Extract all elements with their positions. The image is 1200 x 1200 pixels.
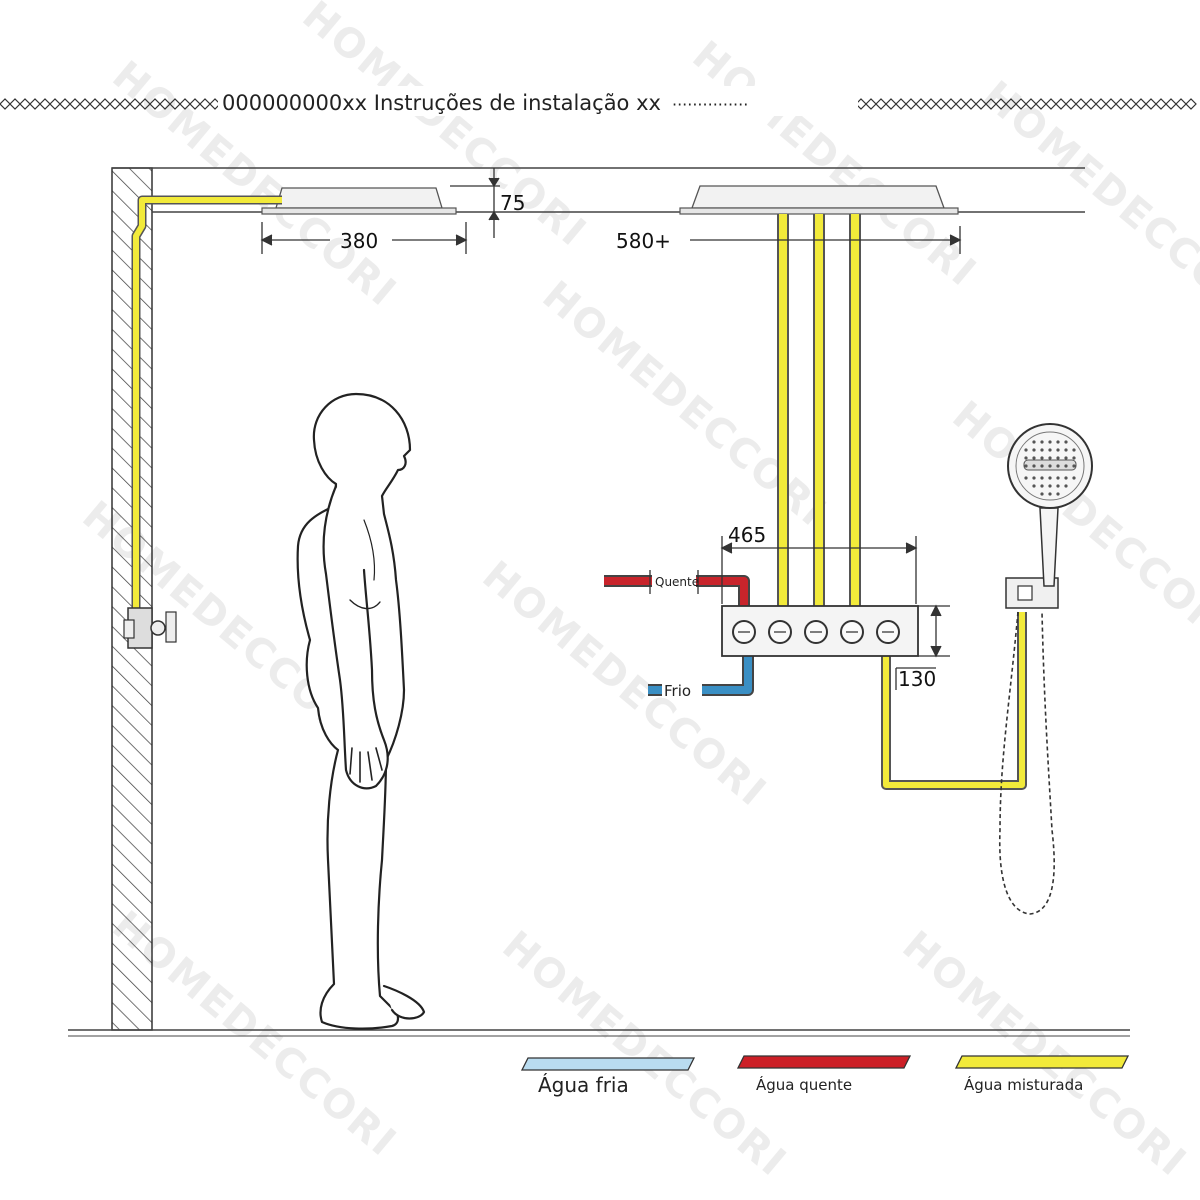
- hand-shower-handle: [1039, 507, 1059, 587]
- legend-swatch-mixed: [954, 1055, 1130, 1069]
- dim-465: 465: [728, 523, 766, 547]
- watermark: HOMEDECCORI: [684, 32, 986, 296]
- legend: Água fria Água quente Água misturada: [520, 1055, 1130, 1097]
- figure-foot: [382, 984, 426, 1020]
- header-chain-left: [0, 98, 221, 110]
- watermark: HOMEDECCORI: [294, 0, 596, 256]
- left-wall-mixed-pipe: [133, 197, 282, 612]
- wall-valve-left: [123, 607, 177, 649]
- header-chain-right: [855, 98, 1197, 110]
- watermark: HOMEDECCORI: [534, 272, 836, 536]
- dimension-labels: 75 380 580+ 465 130: [340, 191, 936, 691]
- large-shower-head: [679, 185, 959, 215]
- hose: [998, 611, 1055, 915]
- hot-water-inlet: Quente: [604, 570, 750, 606]
- watermark: HOMEDECCORI: [494, 922, 796, 1186]
- hand-shower-supply-pipe: [883, 612, 1025, 788]
- cold-pipe-label: Frio: [664, 682, 691, 700]
- dim-380: 380: [340, 229, 378, 253]
- legend-swatch-cold: [520, 1057, 696, 1071]
- legend-swatch-hot: [736, 1055, 912, 1069]
- legend-label-mixed: Água misturada: [964, 1075, 1083, 1094]
- dim-75: 75: [500, 191, 525, 215]
- header-border: 000000000xx Instruções de instalação xx …: [0, 86, 1197, 116]
- human-figure: [296, 392, 426, 1030]
- dim-130: 130: [898, 667, 936, 691]
- dim-580: 580+: [616, 229, 671, 253]
- mixed-water-pipes: [131, 195, 1027, 790]
- cold-water-inlet: Frio: [648, 652, 754, 700]
- small-shower-head: [261, 187, 457, 215]
- header-title-tail: ···············: [672, 95, 748, 114]
- valve-panel: [721, 605, 919, 657]
- hand-shower: [998, 423, 1093, 915]
- figure-arm: [322, 484, 389, 790]
- hot-pipe-label: Quente: [655, 575, 699, 589]
- watermark: HOMEDECCORI: [974, 72, 1200, 336]
- legend-label-hot: Água quente: [756, 1075, 852, 1094]
- dimensions: [260, 168, 962, 690]
- watermark: HOMEDECCORI: [894, 922, 1196, 1186]
- header-title: 000000000xx Instruções de instalação xx: [222, 91, 661, 115]
- legend-label-cold: Água fria: [538, 1073, 629, 1097]
